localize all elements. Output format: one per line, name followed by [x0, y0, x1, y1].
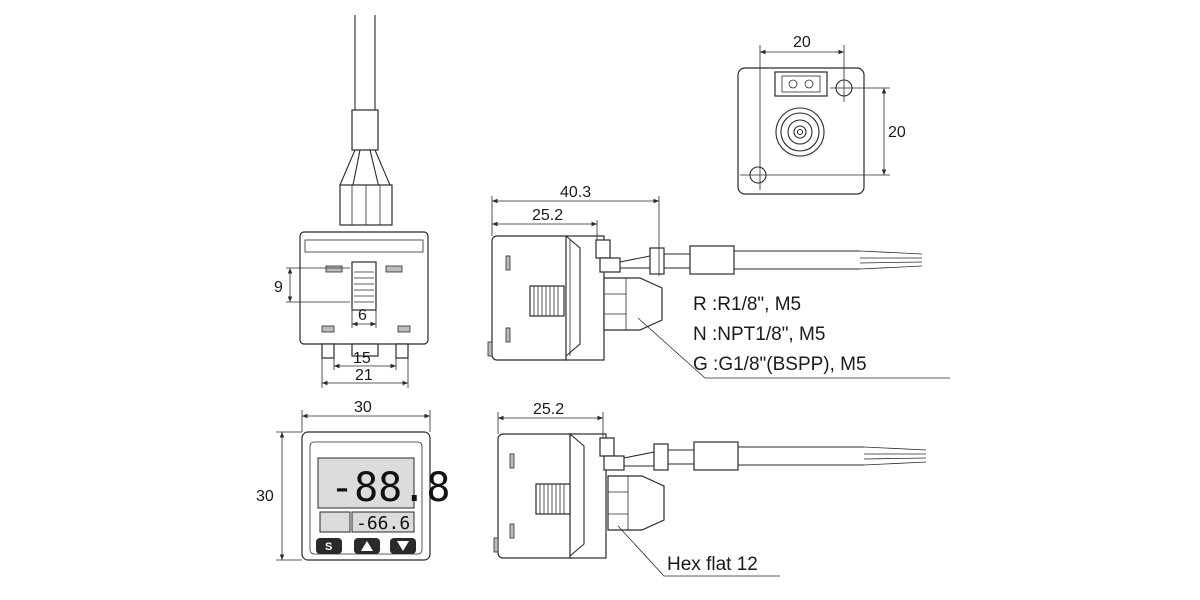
- dim-top-height: 20: [888, 124, 906, 141]
- cable-sleeve: [351, 109, 379, 151]
- port-fitting: [775, 107, 825, 157]
- front-view: -88.8 -66.6 S 30 30: [256, 399, 450, 561]
- dim-front-width: 30: [354, 399, 372, 416]
- main-reading: -88.8: [330, 465, 450, 511]
- side-body-rear: [565, 235, 605, 361]
- sub-reading: -66.6: [356, 513, 410, 534]
- main-display: [317, 457, 415, 509]
- port-options-callout: R :R1/8", M5 N :NPT1/8", M5 G :G1/8"(BSP…: [637, 294, 950, 379]
- dim-width-15: 15: [353, 350, 371, 367]
- dim-body-length: 25.2: [532, 207, 563, 224]
- dim-height-9: 9: [274, 279, 283, 296]
- side-grip: [529, 285, 565, 317]
- dim-front-height: 30: [256, 488, 274, 505]
- dim-overall-length: 40.3: [560, 184, 591, 201]
- triangle-down-icon: [397, 541, 409, 551]
- top-connector: [774, 71, 828, 97]
- rear-tab: [351, 261, 377, 311]
- hex-flat-note: Hex flat 12: [667, 554, 758, 575]
- dim-width-6: 6: [358, 307, 367, 324]
- dim-top-width: 20: [793, 34, 811, 51]
- sub-display: [351, 511, 415, 533]
- set-button[interactable]: S: [316, 538, 342, 554]
- top-view: 20 20: [737, 34, 906, 195]
- hex-leader: [617, 525, 780, 577]
- top-view-body: [737, 67, 865, 195]
- side-view-lower: 25.2 Hex flat 12: [493, 401, 927, 577]
- set-button-label: S: [325, 541, 332, 553]
- port-option-g: G :G1/8"(BSPP), M5: [693, 354, 867, 375]
- dim-width-21: 21: [355, 367, 373, 384]
- triangle-up-icon: [361, 541, 373, 551]
- side-view-upper: 40.3 25.2: [487, 184, 923, 361]
- down-button[interactable]: [390, 538, 416, 554]
- status-lamp: [319, 511, 351, 533]
- rear-view: 9 6 15 21: [274, 15, 429, 388]
- lower-side-grip: [535, 483, 571, 515]
- up-button[interactable]: [354, 538, 380, 554]
- port-option-r: R :R1/8", M5: [693, 294, 801, 315]
- port-option-n: N :NPT1/8", M5: [693, 324, 825, 345]
- dim-body-length-lower: 25.2: [533, 401, 564, 418]
- side-fitting: [603, 277, 663, 331]
- lower-side-fitting: [607, 475, 665, 531]
